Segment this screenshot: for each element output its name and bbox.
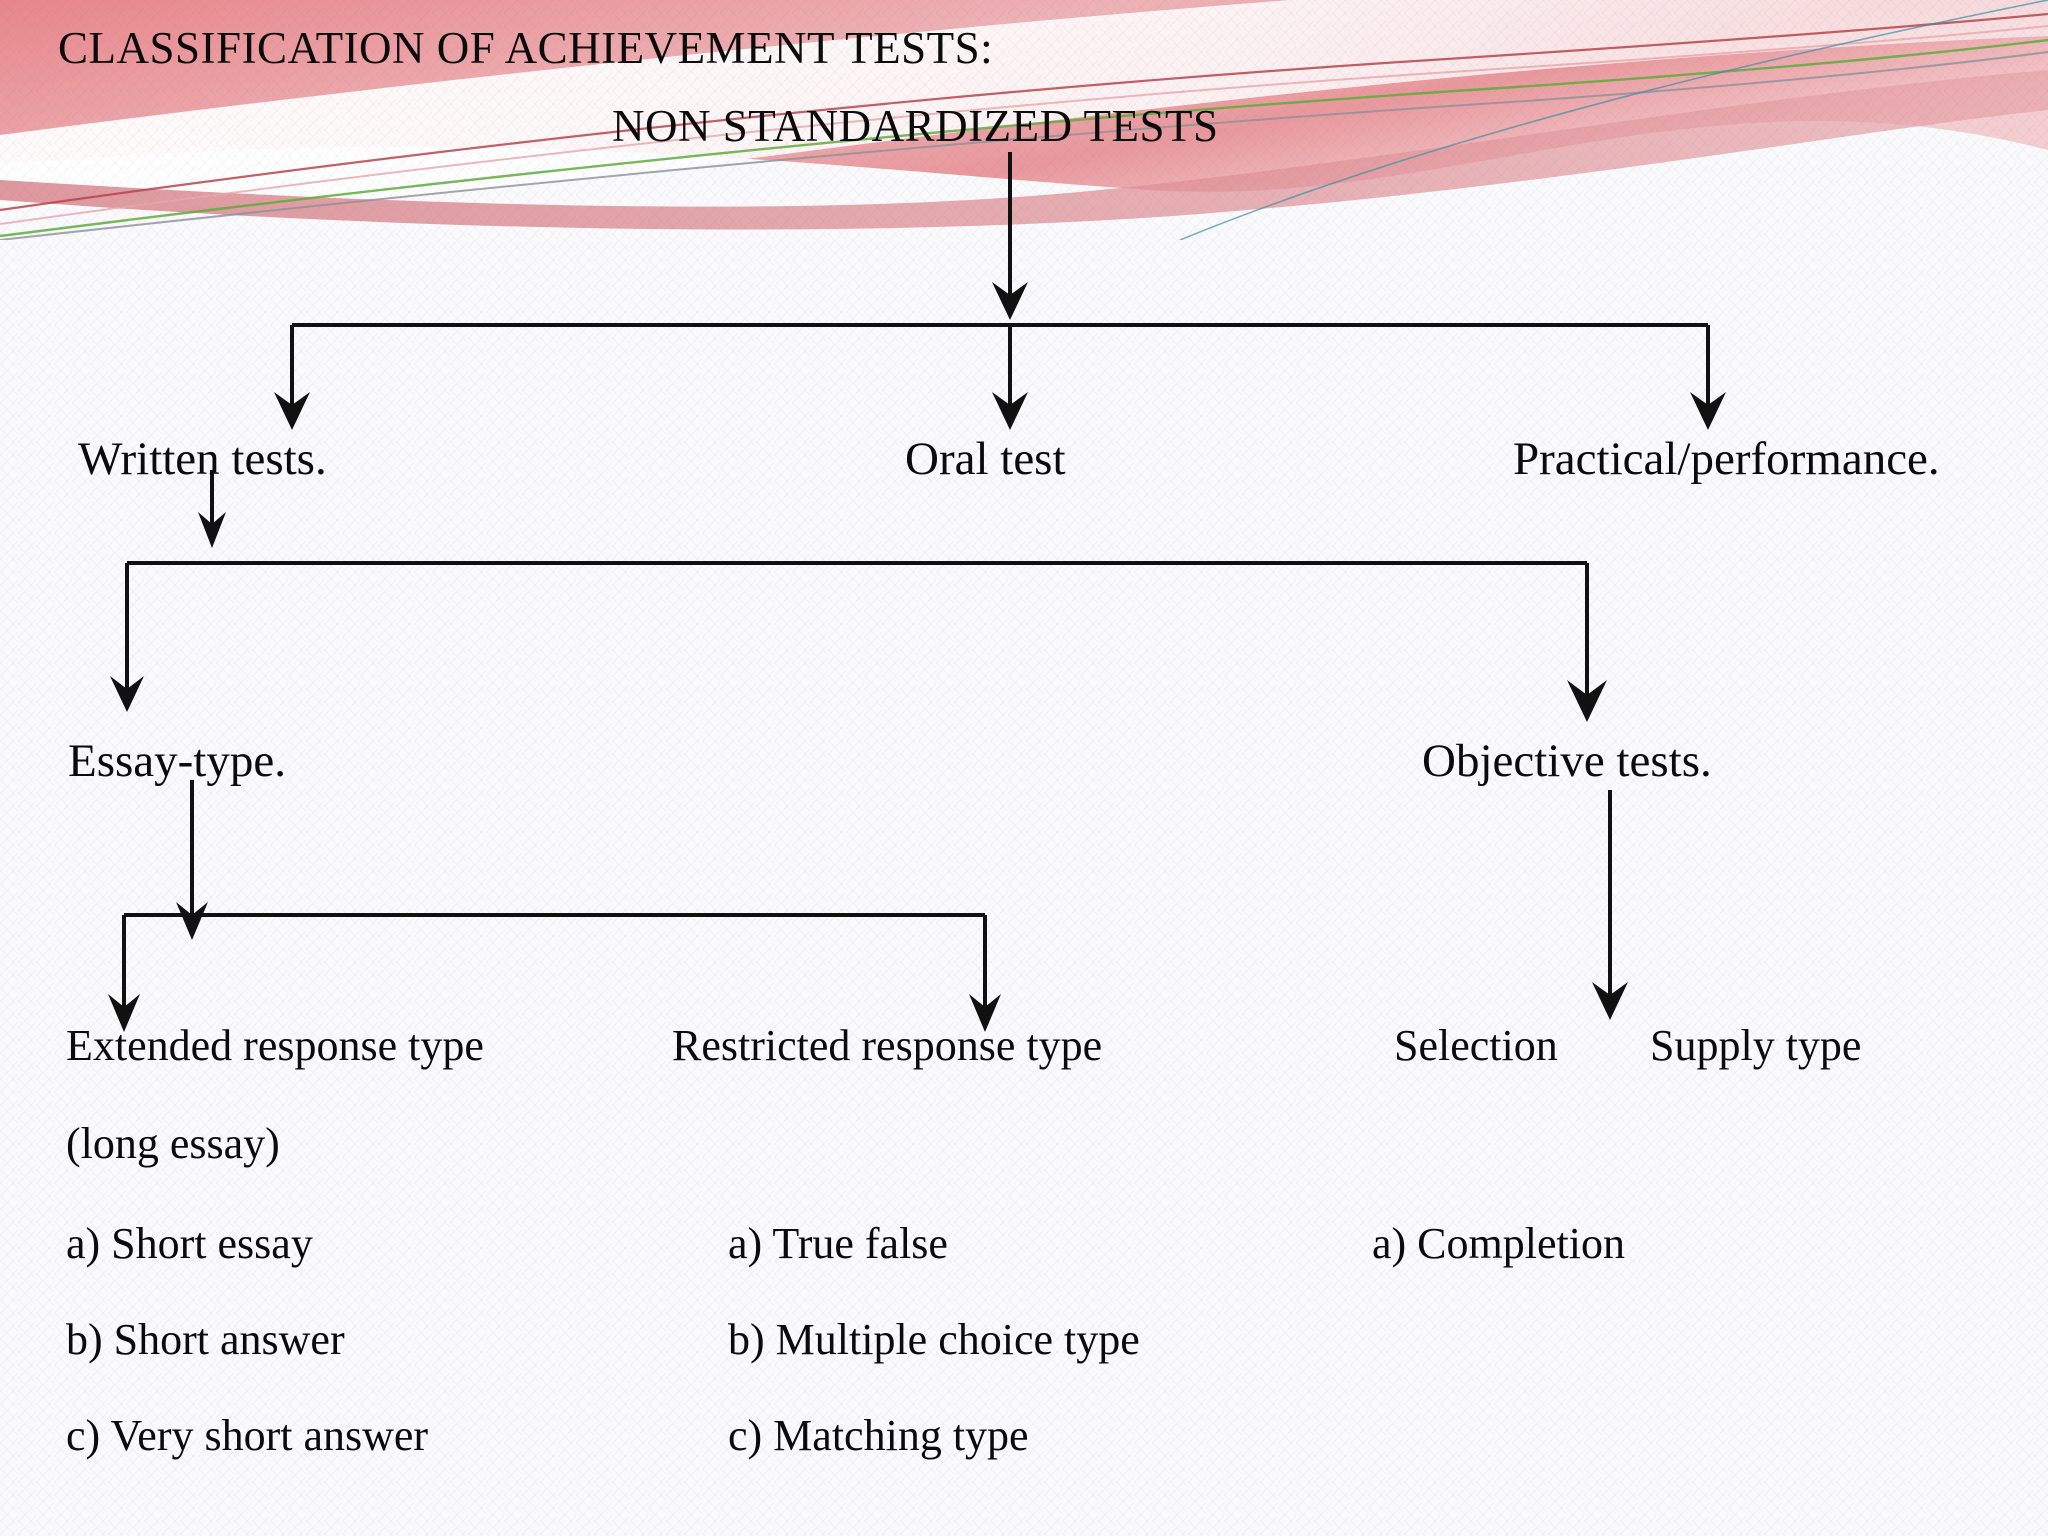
node-extended-response-type: Extended response type	[66, 1021, 484, 1070]
node-essay-type: Essay-type.	[68, 735, 286, 787]
node-objective-tests: Objective tests.	[1422, 735, 1712, 787]
node-supply-type: Supply type	[1650, 1021, 1862, 1070]
list-item: c) Matching type	[728, 1411, 1029, 1460]
list-item: b) Multiple choice type	[728, 1315, 1140, 1364]
sublabel-long-essay: (long essay)	[66, 1119, 280, 1168]
node-selection: Selection	[1394, 1021, 1558, 1070]
tree-root-label: NON STANDARDIZED TESTS	[612, 101, 1219, 151]
node-written-tests: Written tests.	[78, 433, 327, 485]
list-item: a) Completion	[1372, 1219, 1625, 1268]
list-item: b) Short answer	[66, 1315, 345, 1364]
list-item: c) Very short answer	[66, 1411, 429, 1460]
node-restricted-response-type: Restricted response type	[672, 1021, 1103, 1070]
node-oral-test: Oral test	[905, 433, 1066, 485]
list-item: a) True false	[728, 1219, 948, 1268]
page-title: CLASSIFICATION OF ACHIEVEMENT TESTS:	[58, 23, 994, 73]
list-item: a) Short essay	[66, 1219, 313, 1268]
node-practical-performance: Practical/performance.	[1513, 433, 1940, 485]
